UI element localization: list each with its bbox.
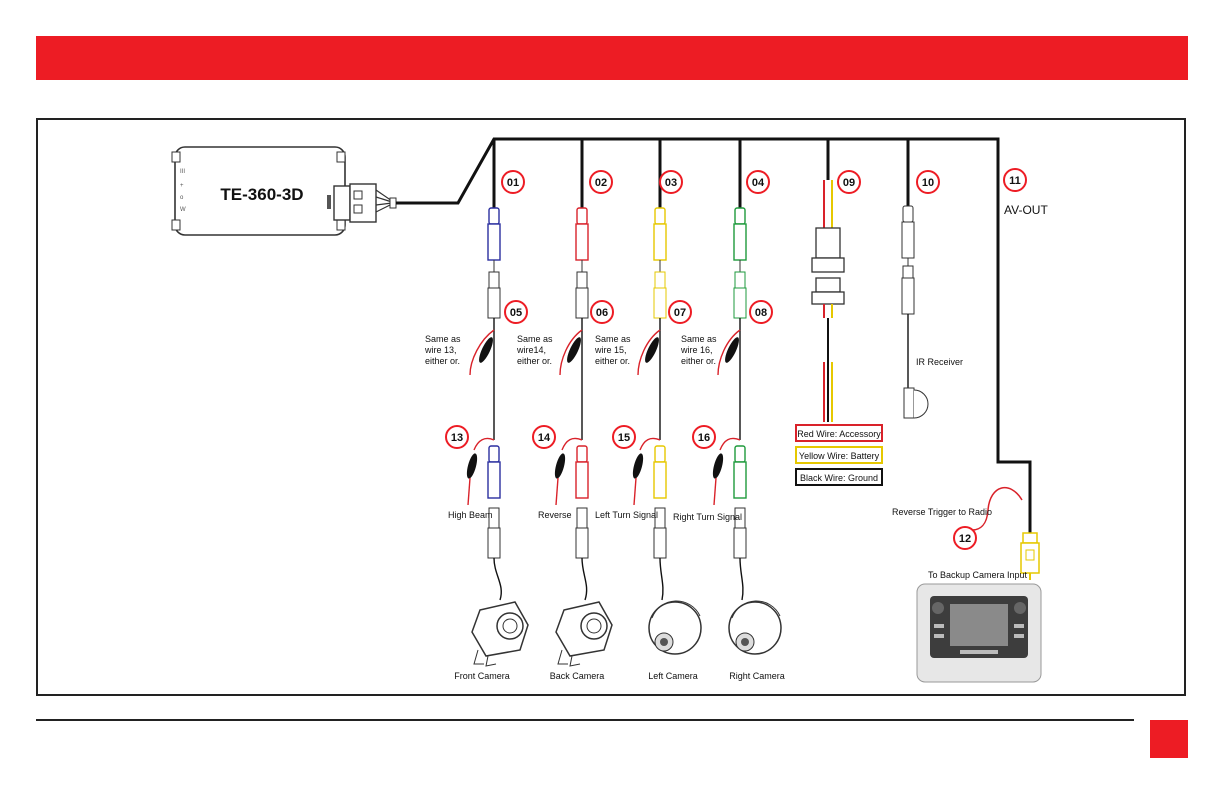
svg-text:07: 07 xyxy=(674,307,686,319)
svg-text:14: 14 xyxy=(538,432,551,444)
reverse-label: Reverse xyxy=(538,510,572,520)
svg-text:wire 15,: wire 15, xyxy=(594,345,627,355)
black-wire-label: Black Wire: Ground xyxy=(800,473,878,483)
power-wire-legend: Red Wire: Accessory Yellow Wire: Battery… xyxy=(795,424,883,486)
svg-text:06: 06 xyxy=(596,307,608,319)
svg-text:13: 13 xyxy=(451,432,463,444)
svg-text:08: 08 xyxy=(755,307,767,319)
svg-text:o: o xyxy=(180,195,184,201)
av-out-connector xyxy=(971,486,1040,580)
badge-08: 08 xyxy=(749,300,773,324)
branch-09-power xyxy=(811,180,845,422)
high-beam-label: High Beam xyxy=(448,510,493,520)
left-camera-device xyxy=(648,600,702,655)
right-camera-label: Right Camera xyxy=(729,671,785,681)
device-model-label: TE-360-3D xyxy=(220,185,303,204)
note-05: Same as wire 13, either or. xyxy=(424,334,461,366)
svg-text:+: + xyxy=(180,183,184,189)
svg-text:04: 04 xyxy=(752,177,765,189)
badge-11: 11 xyxy=(1003,168,1027,192)
svg-text:Same as: Same as xyxy=(425,334,461,344)
svg-text:either or.: either or. xyxy=(595,356,630,366)
svg-text:15: 15 xyxy=(618,432,630,444)
svg-text:III: III xyxy=(180,169,185,175)
badge-04: 04 xyxy=(746,170,770,194)
branch-04 xyxy=(712,207,747,601)
svg-text:wire14,: wire14, xyxy=(516,345,546,355)
control-box: III + o W TE-360-3D xyxy=(171,146,397,236)
badge-14: 14 xyxy=(532,425,556,449)
branch-03 xyxy=(632,207,667,601)
svg-text:either or.: either or. xyxy=(681,356,716,366)
left-camera-label: Left Camera xyxy=(648,671,698,681)
note-06: Same as wire14, either or. xyxy=(516,334,553,366)
main-harness xyxy=(396,137,1032,533)
backup-input-label: To Backup Camera Input xyxy=(928,570,1028,580)
badge-16: 16 xyxy=(692,425,716,449)
svg-text:11: 11 xyxy=(1009,175,1021,187)
footer-accent-box xyxy=(1150,720,1188,758)
svg-text:wire 16,: wire 16, xyxy=(680,345,713,355)
front-camera-device xyxy=(471,601,529,667)
badge-12: 12 xyxy=(953,526,977,550)
badge-06: 06 xyxy=(590,300,614,324)
svg-text:16: 16 xyxy=(698,432,710,444)
svg-text:03: 03 xyxy=(665,177,677,189)
svg-text:W: W xyxy=(180,207,186,213)
ir-receiver-device xyxy=(903,387,929,419)
branch-02 xyxy=(554,207,589,601)
badge-15: 15 xyxy=(612,425,636,449)
svg-text:05: 05 xyxy=(510,307,522,319)
right-turn-label: Right Turn Signal xyxy=(673,512,742,522)
note-07: Same as wire 15, either or. xyxy=(594,334,631,366)
radio-head-unit xyxy=(916,583,1042,683)
badge-02: 02 xyxy=(589,170,613,194)
header-bar xyxy=(36,36,1188,80)
svg-text:10: 10 xyxy=(922,177,934,189)
badge-05: 05 xyxy=(504,300,528,324)
ir-receiver-label: IR Receiver xyxy=(916,357,963,367)
svg-text:Same as: Same as xyxy=(681,334,717,344)
badge-10: 10 xyxy=(916,170,940,194)
svg-text:02: 02 xyxy=(595,177,607,189)
svg-text:Same as: Same as xyxy=(595,334,631,344)
svg-text:12: 12 xyxy=(959,533,971,545)
branch-10-ir: IR Receiver xyxy=(901,205,963,419)
svg-text:wire 13,: wire 13, xyxy=(424,345,457,355)
right-camera-device xyxy=(728,600,782,655)
left-turn-label: Left Turn Signal xyxy=(595,510,658,520)
badge-13: 13 xyxy=(445,425,469,449)
svg-text:either or.: either or. xyxy=(425,356,460,366)
note-08: Same as wire 16, either or. xyxy=(680,334,717,366)
badge-03: 03 xyxy=(659,170,683,194)
branch-01 xyxy=(466,207,502,601)
back-camera-label: Back Camera xyxy=(550,671,605,681)
svg-text:09: 09 xyxy=(843,177,855,189)
av-out-label: AV-OUT xyxy=(1004,203,1048,217)
badge-01: 01 xyxy=(501,170,525,194)
svg-text:either or.: either or. xyxy=(517,356,552,366)
badge-09: 09 xyxy=(837,170,861,194)
svg-text:Same as: Same as xyxy=(517,334,553,344)
red-wire-label: Red Wire: Accessory xyxy=(797,429,881,439)
footer-rule xyxy=(36,719,1134,721)
yellow-wire-label: Yellow Wire: Battery xyxy=(799,451,880,461)
reverse-trigger-label: Reverse Trigger to Radio xyxy=(892,507,992,517)
diagram-frame xyxy=(36,118,1186,696)
front-camera-label: Front Camera xyxy=(454,671,510,681)
badge-07: 07 xyxy=(668,300,692,324)
svg-text:01: 01 xyxy=(507,177,519,189)
back-camera-device xyxy=(555,601,613,667)
